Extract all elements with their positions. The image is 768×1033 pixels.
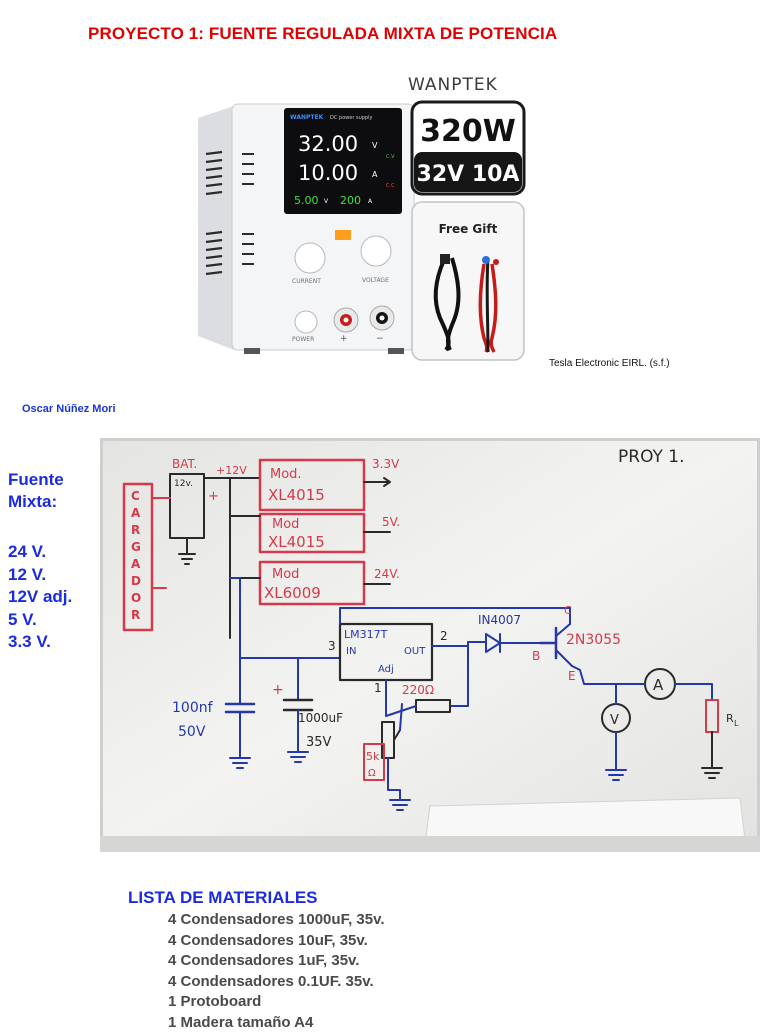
list-item: 12 V. xyxy=(8,564,72,587)
side-heading-line2: Mixta: xyxy=(8,491,64,513)
power-label: POWER xyxy=(292,336,314,343)
voltage-unit: V xyxy=(372,141,378,150)
svg-text:OUT: OUT xyxy=(404,646,426,657)
svg-text:3: 3 xyxy=(328,639,336,653)
svg-text:C: C xyxy=(564,604,572,617)
author-name: Oscar Núñez Mori xyxy=(22,403,116,415)
voltage-display: 32.00 xyxy=(298,132,358,156)
svg-text:V: V xyxy=(610,713,619,728)
materials-heading: LISTA DE MATERIALES xyxy=(128,888,318,908)
svg-text:+: + xyxy=(208,489,219,504)
svg-text:R: R xyxy=(131,608,140,622)
svg-text:D: D xyxy=(131,574,141,588)
current-unit: A xyxy=(372,170,378,179)
svg-text:R: R xyxy=(726,712,734,725)
svg-text:LM317T: LM317T xyxy=(344,628,388,641)
svg-text:IN4007: IN4007 xyxy=(478,613,521,627)
plus-label: + xyxy=(340,334,348,344)
svg-text:Mod.: Mod. xyxy=(270,467,302,482)
svg-text:A: A xyxy=(653,676,664,694)
cv-label: C.V xyxy=(386,154,395,160)
brand-logo: WANPTEK xyxy=(408,75,498,95)
list-item: 24 V. xyxy=(8,541,72,564)
list-item: 1 Protoboard xyxy=(168,992,384,1013)
svg-text:1000uF: 1000uF xyxy=(298,711,343,725)
list-item: 4 Condensadores 0.1UF. 35v. xyxy=(168,972,384,993)
svg-text:BAT.: BAT. xyxy=(172,457,197,471)
svg-text:L: L xyxy=(734,719,739,728)
list-item: 4 Condensadores 1uF, 35v. xyxy=(168,951,384,972)
svg-text:C: C xyxy=(131,489,140,503)
svg-text:24V.: 24V. xyxy=(374,567,400,581)
panel-brand: WANPTEK xyxy=(290,114,324,121)
small-voltage-display: 5.00 xyxy=(294,194,319,207)
svg-text:O: O xyxy=(131,591,141,605)
svg-text:+12V: +12V xyxy=(216,464,247,477)
small-power-display: 200 xyxy=(340,194,361,207)
power-supply-photo: WANPTEK DC power supply 32.00 V C.V 10.0… xyxy=(192,68,532,366)
svg-text:IN: IN xyxy=(346,646,356,657)
svg-text:PROY 1.: PROY 1. xyxy=(618,447,685,467)
svg-text:A: A xyxy=(131,506,141,520)
svg-text:50V: 50V xyxy=(178,724,206,740)
svg-text:XL4015: XL4015 xyxy=(268,533,325,551)
current-display: 10.00 xyxy=(298,161,358,185)
svg-text:Adj: Adj xyxy=(378,664,394,675)
side-heading: Fuente Mixta: xyxy=(8,469,64,513)
svg-text:3.3V: 3.3V xyxy=(372,457,400,471)
svg-text:B: B xyxy=(532,649,540,663)
knob-current-label: CURRENT xyxy=(292,278,321,285)
minus-label: − xyxy=(376,334,384,344)
svg-text:1: 1 xyxy=(374,681,382,695)
svg-text:12v.: 12v. xyxy=(174,479,193,489)
svg-text:35V: 35V xyxy=(306,735,332,750)
panel-label: DC power supply xyxy=(330,115,372,121)
voltage-list: 24 V. 12 V. 12V adj. 5 V. 3.3 V. xyxy=(8,541,72,654)
rating-badge: 32V 10A xyxy=(417,162,520,187)
svg-text:+: + xyxy=(272,682,284,698)
knob-voltage-label: VOLTAGE xyxy=(362,277,389,284)
list-item: 3.3 V. xyxy=(8,631,72,654)
svg-text:G: G xyxy=(131,540,141,554)
svg-text:Mod: Mod xyxy=(272,567,299,582)
svg-text:5V.: 5V. xyxy=(382,515,400,529)
cc-label: C.C xyxy=(386,183,395,189)
svg-text:R: R xyxy=(131,523,140,537)
wattage-badge: 320W xyxy=(420,114,516,149)
svg-text:Mod: Mod xyxy=(272,517,299,532)
list-item: 12V adj. xyxy=(8,586,72,609)
side-heading-line1: Fuente xyxy=(8,469,64,491)
page-title: PROYECTO 1: FUENTE REGULADA MIXTA DE POT… xyxy=(88,24,557,44)
svg-text:100nf: 100nf xyxy=(172,700,214,716)
whiteboard-schematic-photo: PROY 1. CAR GAD OR BAT. 12v. + +12V Mod.… xyxy=(100,438,760,852)
svg-text:2: 2 xyxy=(440,629,448,643)
svg-text:E: E xyxy=(568,669,576,683)
list-item: 5 V. xyxy=(8,609,72,632)
svg-text:220Ω: 220Ω xyxy=(402,683,434,697)
materials-list: 4 Condensadores 1000uF, 35v. 4 Condensad… xyxy=(168,910,384,1033)
svg-text:Ω: Ω xyxy=(368,768,376,779)
svg-text:5k: 5k xyxy=(366,750,380,763)
list-item: 1 Madera tamaño A4 xyxy=(168,1013,384,1033)
list-item: 4 Condensadores 1000uF, 35v. xyxy=(168,910,384,931)
svg-text:XL6009: XL6009 xyxy=(264,584,321,602)
svg-text:2N3055: 2N3055 xyxy=(566,632,621,648)
svg-text:XL4015: XL4015 xyxy=(268,486,325,504)
image-citation: Tesla Electronic EIRL. (s.f.) xyxy=(549,358,670,369)
free-gift-label: Free Gift xyxy=(439,222,498,236)
list-item: 4 Condensadores 10uF, 35v. xyxy=(168,931,384,952)
svg-text:A: A xyxy=(131,557,141,571)
